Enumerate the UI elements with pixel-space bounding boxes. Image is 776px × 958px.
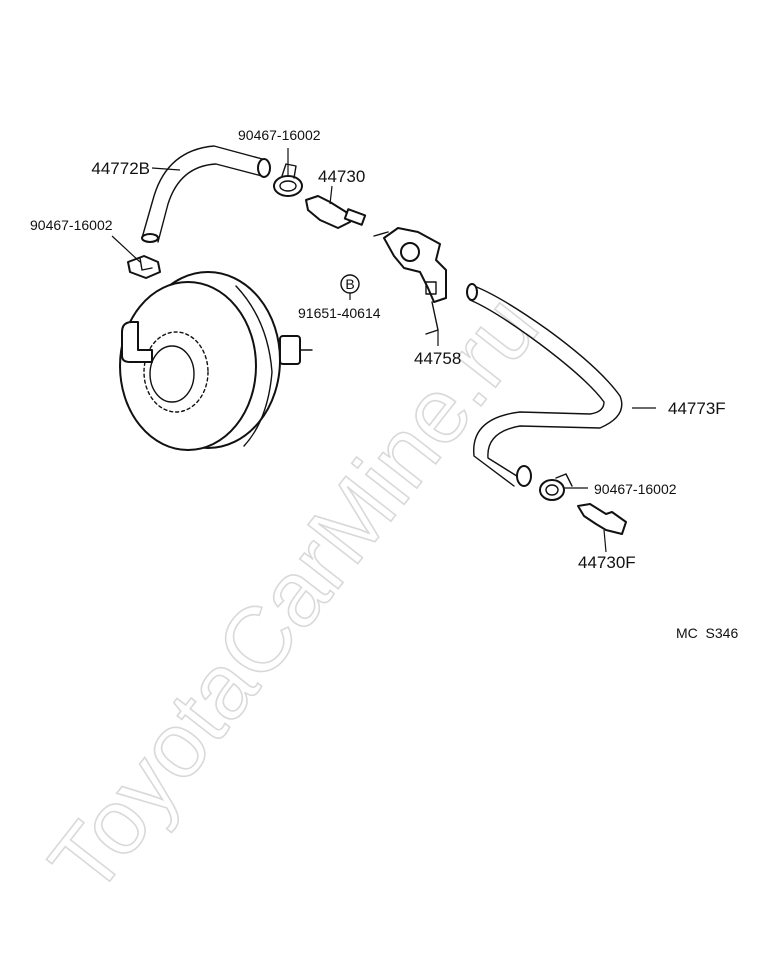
label-bracket: 44758 xyxy=(414,349,461,368)
hose-upper xyxy=(141,145,271,243)
bolt-marker-letter: B xyxy=(345,276,354,292)
bolt-marker: B xyxy=(340,274,360,294)
check-valve xyxy=(305,195,367,229)
clamp-left xyxy=(127,255,161,279)
label-bolt: 91651-40614 xyxy=(298,305,381,321)
watermark-text: ToyotaCarMine.ru xyxy=(30,277,557,912)
label-union: 44730F xyxy=(578,553,636,572)
brake-booster xyxy=(119,271,313,451)
label-clamp-right: 90467-16002 xyxy=(594,481,677,497)
label-check-valve: 44730 xyxy=(318,167,365,186)
label-hose-lower: 44773F xyxy=(668,399,726,418)
label-clamp-left: 90467-16002 xyxy=(30,217,113,233)
diagram-code: MC S346 xyxy=(676,625,738,641)
bracket xyxy=(373,227,447,335)
hose-lower xyxy=(466,283,623,487)
label-clamp-top: 90467-16002 xyxy=(238,127,321,143)
label-hose-upper: 44772B xyxy=(91,159,150,178)
leader-lines xyxy=(111,148,656,553)
union xyxy=(577,503,627,535)
clamp-right xyxy=(539,473,573,501)
